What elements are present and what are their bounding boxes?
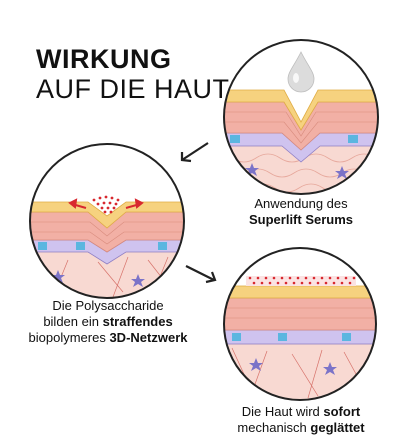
caption-step-2: Die Polysaccharide bilden ein straffende…	[18, 298, 198, 346]
caption-step-2-line2-bold: straffendes	[102, 314, 173, 329]
caption-step-3-line1-pre: Die Haut wird	[241, 404, 324, 419]
caption-step-2-line2-pre: bilden ein	[43, 314, 103, 329]
caption-step-2-line3-bold: 3D-Netzwerk	[109, 330, 188, 345]
skin-illustration-serum-application	[223, 39, 379, 195]
arrow-icon	[185, 265, 217, 284]
skin-illustration-smoothed-skin	[223, 247, 377, 401]
caption-step-1-line1: Anwendung des	[254, 196, 348, 211]
skin-illustration-polysaccharide-network	[29, 143, 185, 299]
arrow-icon	[180, 142, 209, 163]
serum-drop-icon	[287, 51, 315, 93]
caption-step-3-line2-bold: geglättet	[310, 420, 365, 435]
caption-step-3-line2-pre: mechanisch	[237, 420, 311, 435]
headline-line2: AUF DIE HAUT	[36, 74, 230, 104]
caption-step-2-line3-pre: biopolymeres	[28, 330, 110, 345]
caption-step-2-line1: Die Polysaccharide	[52, 298, 164, 313]
caption-step-3: Die Haut wird sofort mechanisch geglätte…	[216, 404, 386, 436]
caption-step-3-line1-bold: sofort	[323, 404, 361, 419]
headline-line1: WIRKUNG	[36, 44, 172, 74]
caption-step-1-line2: Superlift Serums	[248, 212, 354, 227]
caption-step-1: Anwendung des Superlift Serums	[226, 196, 376, 228]
